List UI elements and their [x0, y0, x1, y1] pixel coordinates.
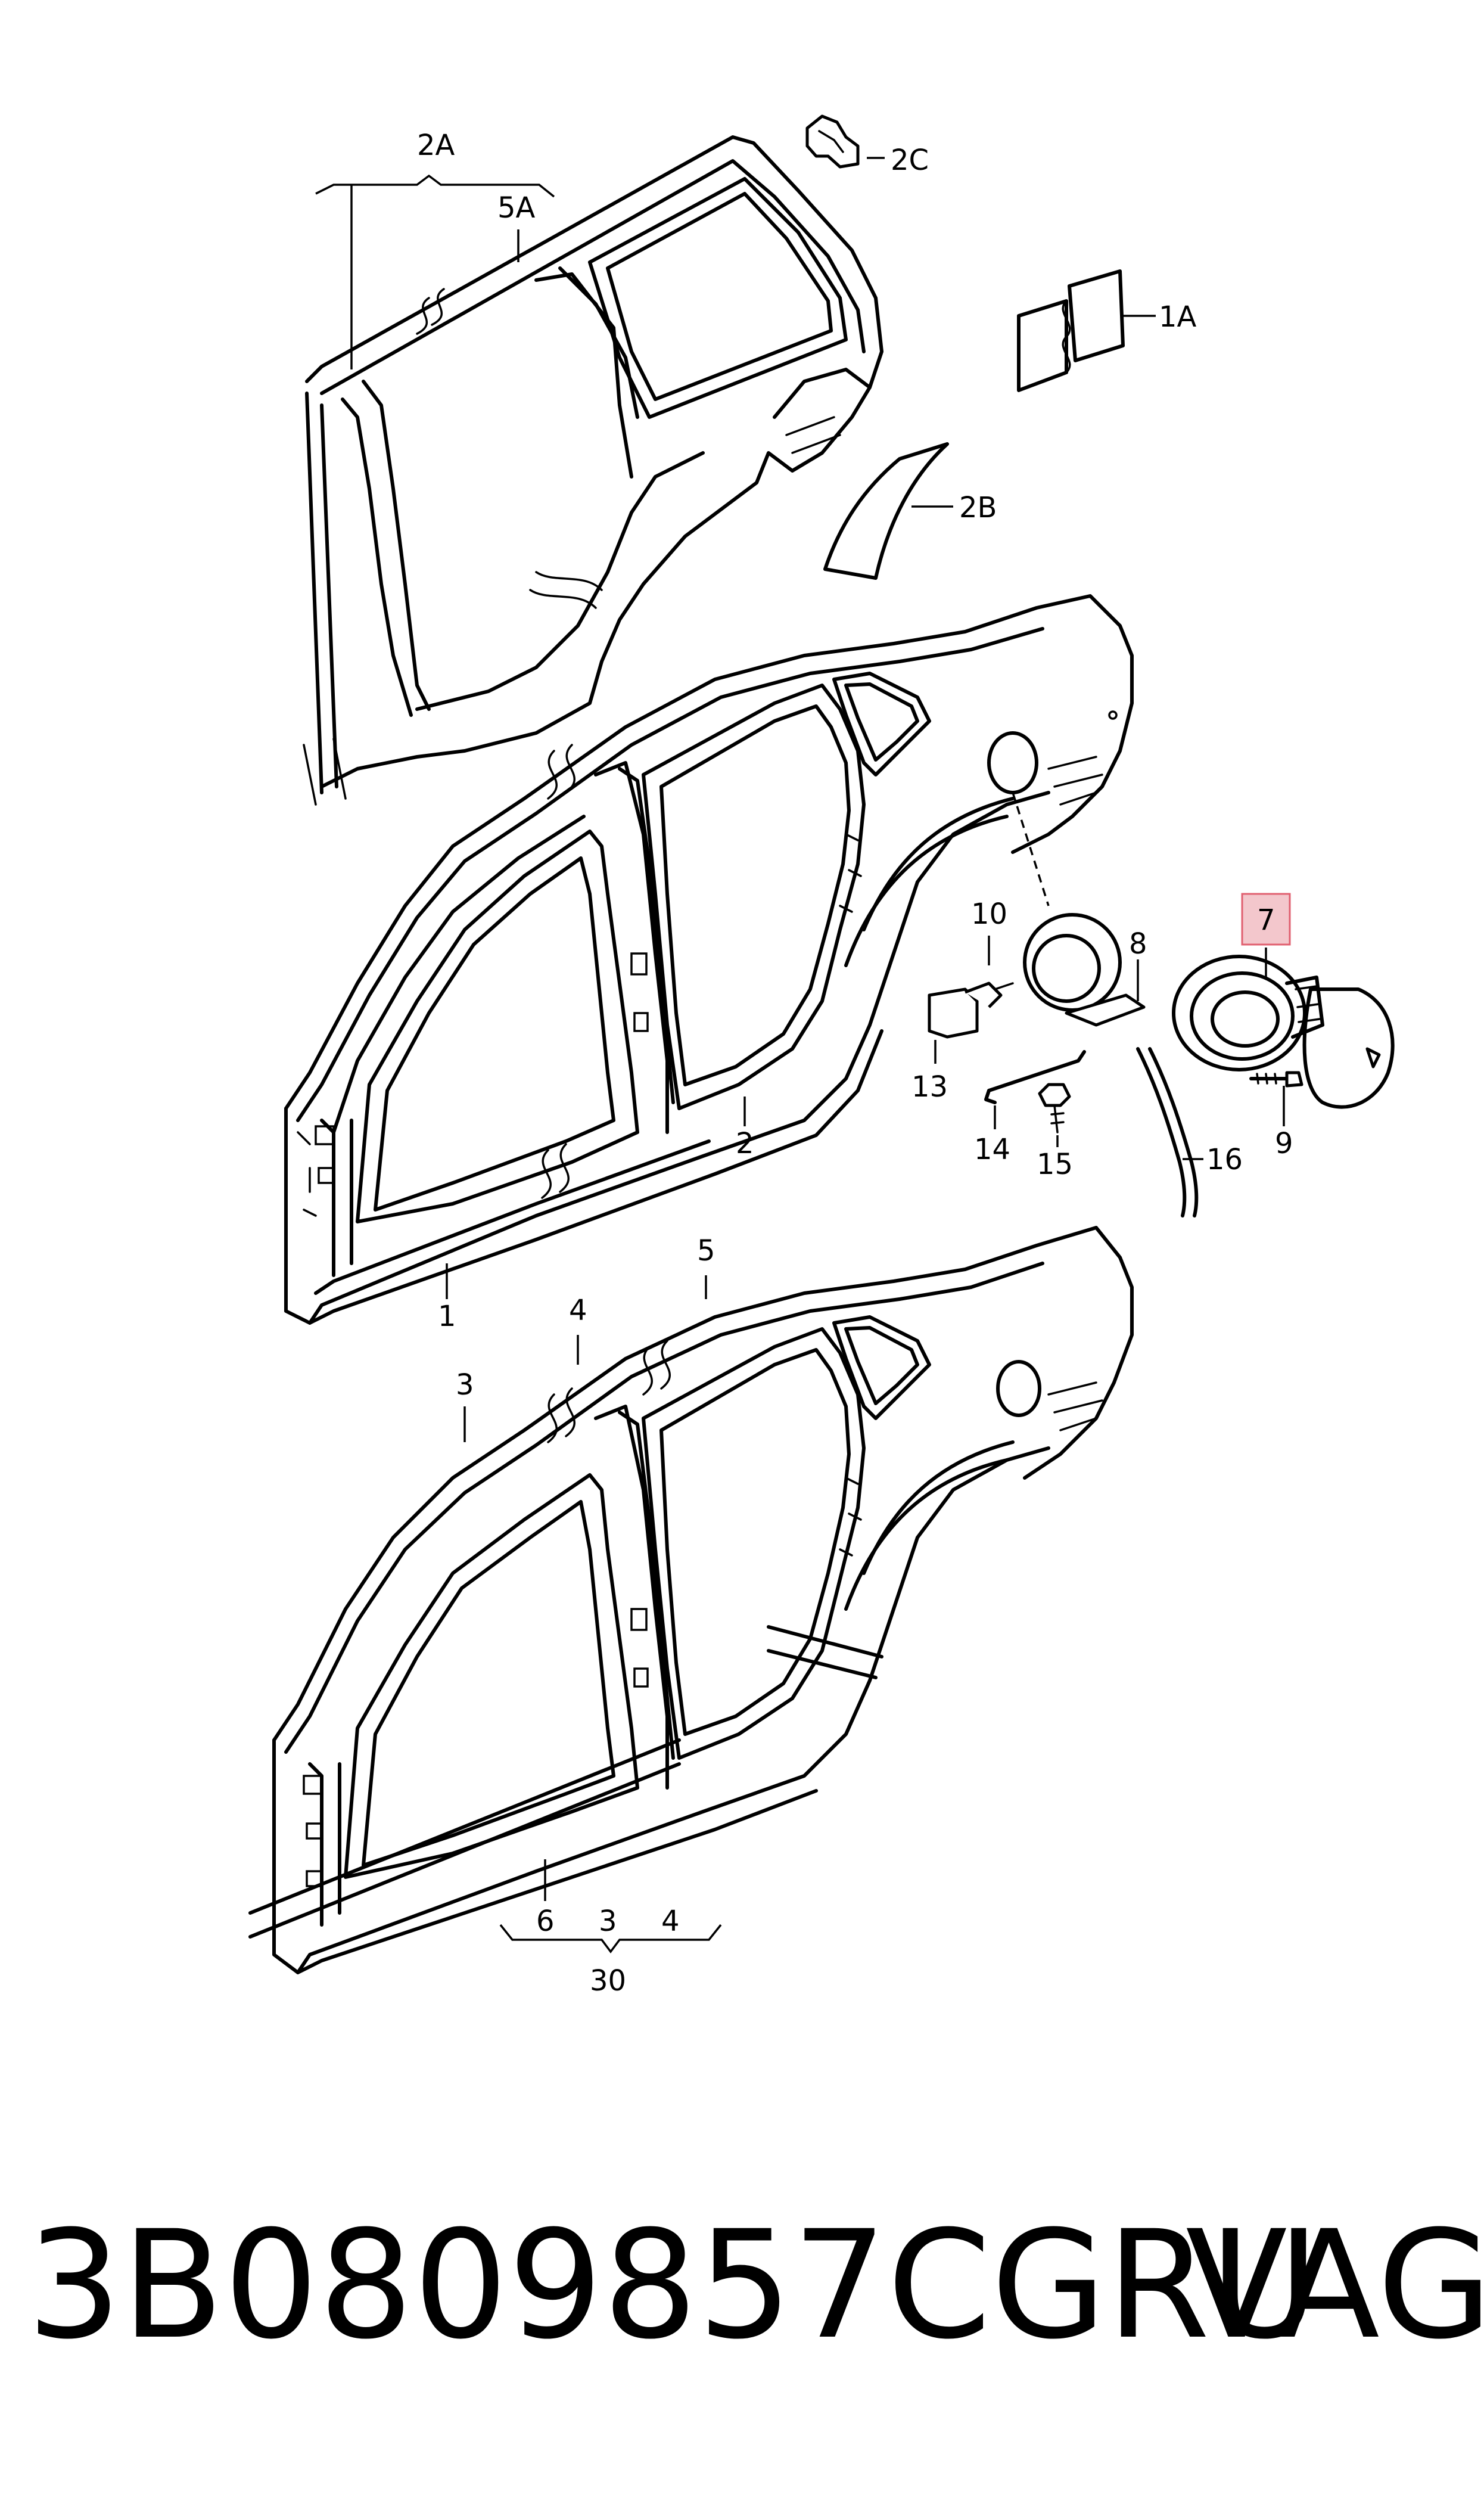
label-3-bottom: 3 — [599, 1905, 617, 1938]
clip-2C — [805, 114, 860, 169]
label-10: 10 — [971, 897, 1007, 931]
brand-name: VAG — [1186, 2198, 1484, 2372]
label-sticker-1A — [1017, 269, 1125, 392]
protective-film-2B — [823, 442, 949, 580]
label-5: 5 — [697, 1234, 715, 1268]
label-4: 4 — [569, 1294, 587, 1327]
inner-side-panel — [248, 1226, 1134, 1974]
estate-rear-side-panel — [303, 135, 883, 806]
label-9: 9 — [1275, 1127, 1293, 1160]
label-2A: 2A — [417, 129, 455, 162]
leader-lines — [315, 157, 1285, 1953]
label-2C: 2C — [891, 144, 929, 177]
label-2B: 2B — [959, 491, 997, 524]
label-7: 7 — [1257, 903, 1275, 937]
label-15: 15 — [1037, 1148, 1073, 1181]
part-number: 3B0809857CGRU — [27, 2198, 1319, 2372]
label-13: 13 — [911, 1070, 948, 1104]
label-2: 2 — [736, 1127, 754, 1160]
label-4-bottom: 4 — [661, 1905, 680, 1938]
label-14: 14 — [974, 1133, 1010, 1166]
label-3: 3 — [456, 1368, 474, 1402]
label-6: 6 — [536, 1905, 555, 1938]
label-1A: 1A — [1159, 300, 1197, 334]
label-1: 1 — [438, 1300, 456, 1333]
label-30: 30 — [590, 1964, 626, 1998]
label-8: 8 — [1129, 927, 1147, 961]
callout-labels: 2A 5A 2C 1A 2B 10 8 7 13 14 15 16 9 2 1 … — [417, 129, 1293, 1998]
fuel-filler-components — [928, 792, 1395, 1217]
highlight-box-7 — [1241, 893, 1291, 946]
sedan-side-panel — [284, 594, 1134, 1325]
label-5A: 5A — [497, 191, 536, 225]
label-16: 16 — [1206, 1143, 1243, 1176]
